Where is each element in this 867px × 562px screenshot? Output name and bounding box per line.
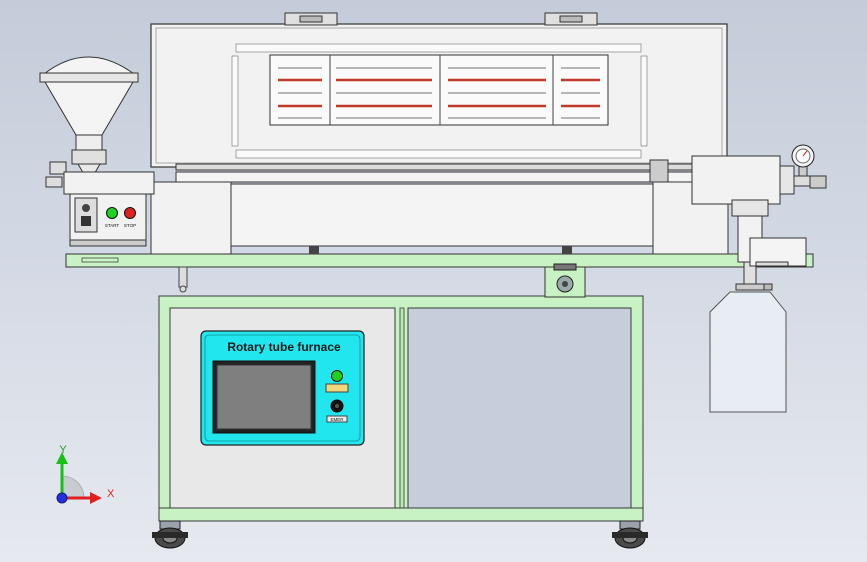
furnace-housing xyxy=(150,12,728,183)
emergency-label: EMER xyxy=(330,417,344,422)
frame-opening xyxy=(407,307,632,509)
stop-indicator-button[interactable] xyxy=(124,207,136,219)
collection-bottle xyxy=(709,291,787,413)
discharge-assembly xyxy=(691,144,827,413)
start-label: START xyxy=(105,223,120,228)
lower-housing xyxy=(150,181,729,255)
feeder-motor-housing: START STOP xyxy=(63,171,155,247)
coordinate-triad: Y X xyxy=(56,444,115,504)
panel-title: Rotary tube furnace xyxy=(227,340,341,354)
stop-label: STOP xyxy=(124,223,136,228)
feed-hopper xyxy=(39,56,139,188)
base-plate xyxy=(65,253,814,298)
axis-y-label: Y xyxy=(59,444,67,456)
start-indicator-button[interactable] xyxy=(106,207,118,219)
heating-elements xyxy=(278,78,600,108)
axis-x-label: X xyxy=(107,488,115,500)
control-panel: Rotary tube furnace EMER xyxy=(200,330,365,446)
caster-left xyxy=(152,520,188,549)
caster-right xyxy=(612,520,648,549)
start-switch[interactable] xyxy=(325,383,349,393)
touchscreen[interactable] xyxy=(216,364,312,430)
power-indicator-light xyxy=(331,370,343,382)
